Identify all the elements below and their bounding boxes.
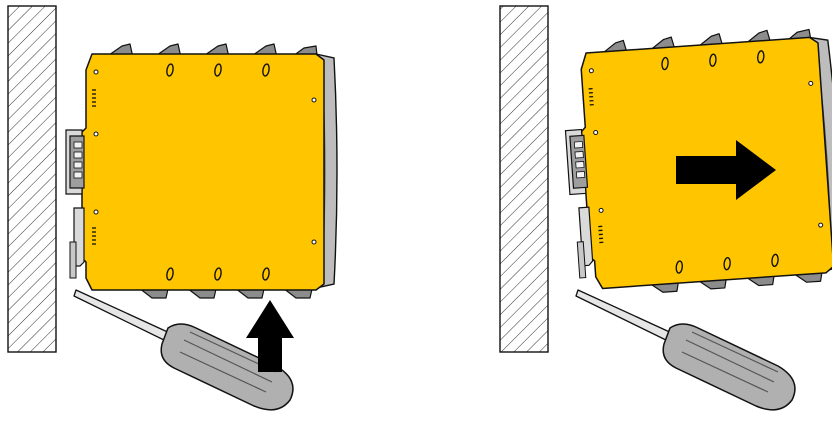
- arrow-up: [246, 300, 294, 372]
- arrow-right: [676, 140, 776, 200]
- screwdriver-right: [575, 289, 796, 411]
- panel-step-2: [499, 5, 832, 411]
- mounting-wall-left: [7, 5, 57, 353]
- din-rail-module-left: [65, 43, 338, 299]
- panel-step-1: [7, 5, 338, 411]
- mounting-wall-right: [499, 5, 549, 353]
